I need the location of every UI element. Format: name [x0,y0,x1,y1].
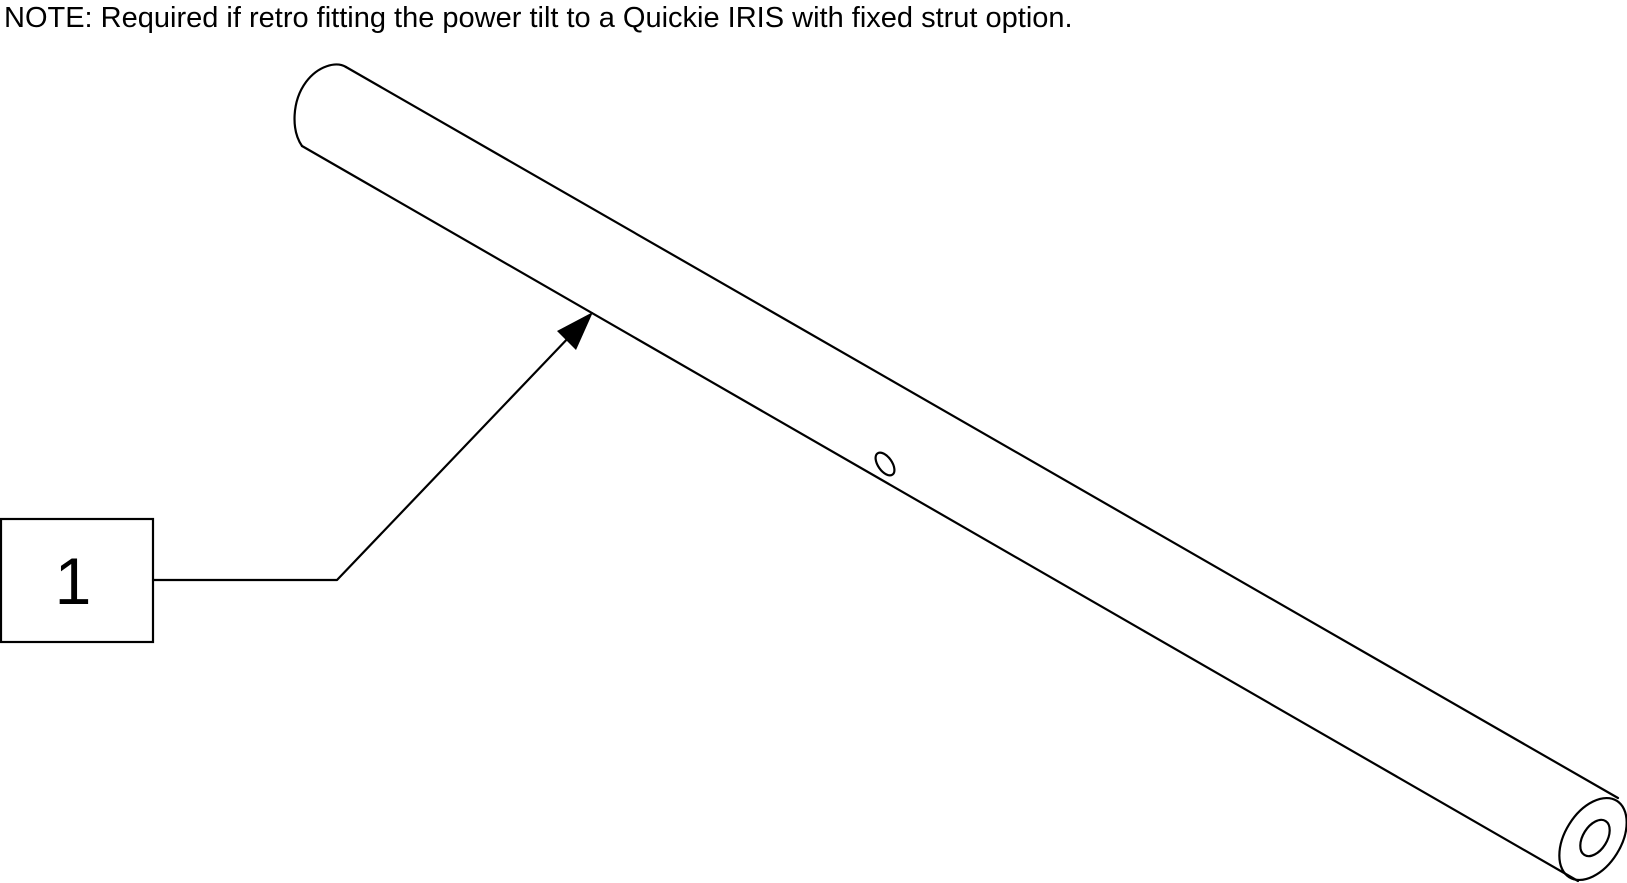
tube-right-end-outer [1558,796,1627,882]
tube-top-edge [344,65,1620,800]
tube-left-end [293,63,348,148]
note-text: NOTE: Required if retro fitting the powe… [4,2,1073,34]
callout-balloon: 1 [0,517,155,644]
tube-right-end-bore [1579,818,1611,858]
tube-hole [874,451,896,477]
callout-number: 1 [55,544,92,618]
tube-bottom-edge [300,144,1580,883]
tube [293,63,1627,883]
leader-line [151,332,574,582]
leader-arrowhead [557,312,593,350]
callout-box [0,517,155,644]
